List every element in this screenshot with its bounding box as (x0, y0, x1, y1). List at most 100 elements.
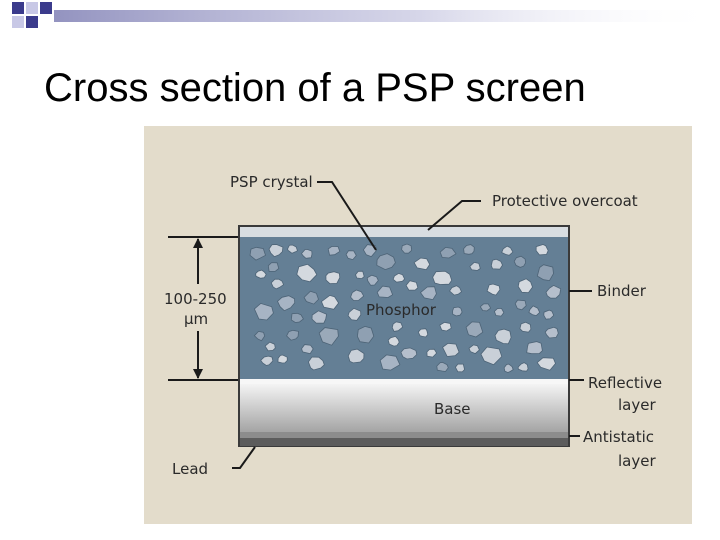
dimension-arrow-up-icon (193, 238, 203, 248)
phosphor-crystal (413, 257, 431, 271)
reflective-layer-label-line1: Reflective (588, 374, 662, 392)
phosphor-crystal (494, 328, 512, 345)
phosphor-crystal (526, 341, 543, 355)
thickness-value-label: 100-250 (164, 290, 227, 308)
phosphor-crystal (545, 284, 562, 299)
protective-overcoat-label: Protective overcoat (492, 192, 638, 210)
phosphor-crystal (392, 272, 406, 283)
dimension-arrow-down-icon (193, 369, 203, 379)
phosphor-crystal (486, 283, 501, 296)
phosphor-crystal (387, 335, 400, 347)
phosphor-crystal (528, 305, 541, 317)
phosphor-crystal (514, 299, 527, 311)
phosphor-crystal (347, 307, 362, 321)
phosphor-label: Phosphor (366, 301, 437, 319)
overcoat-leader (427, 200, 481, 231)
phosphor-crystal (255, 269, 267, 279)
reflective-layer (240, 379, 568, 384)
protective-overcoat-layer (240, 227, 568, 237)
phosphor-crystal (468, 344, 480, 355)
phosphor-crystal (286, 329, 299, 341)
reflective-layer-label-line2: layer (618, 396, 656, 414)
phosphor-crystal (536, 264, 554, 282)
phosphor-crystal (376, 285, 394, 298)
phosphor-crystal (544, 326, 559, 339)
diagram-canvas: 100-250 μm PSP crystal Protective overco… (164, 173, 662, 478)
slide-title: Cross section of a PSP screen (44, 66, 586, 110)
phosphor-crystal (535, 244, 549, 256)
phosphor-crystal (442, 342, 460, 357)
slide-corner-decoration (12, 2, 720, 28)
phosphor-crystal (439, 321, 452, 332)
phosphor-crystal (449, 285, 462, 296)
phosphor-crystal (307, 356, 325, 371)
phosphor-crystal (253, 330, 266, 342)
phosphor-crystal (287, 244, 298, 254)
phosphor-crystal (519, 321, 532, 333)
phosphor-crystal (270, 278, 285, 290)
phosphor-crystal (290, 312, 304, 323)
phosphor-crystal (401, 243, 413, 254)
phosphor-crystal (356, 325, 375, 344)
antistatic-layer (240, 432, 568, 438)
phosphor-crystal (452, 306, 463, 317)
psp-crystal-label: PSP crystal (230, 173, 313, 191)
phosphor-crystal (517, 278, 533, 294)
phosphor-crystal (513, 255, 527, 268)
phosphor-crystal (347, 348, 365, 364)
phosphor-crystal (417, 328, 429, 338)
phosphor-crystal (454, 363, 466, 373)
phosphor-crystal (260, 355, 274, 366)
phosphor-crystal (465, 321, 484, 338)
phosphor-crystal (321, 294, 340, 310)
phosphor-crystal (301, 344, 314, 355)
phosphor-crystal (318, 327, 339, 346)
phosphor-crystal (345, 250, 357, 261)
phosphor-crystal (419, 286, 437, 301)
phosphor-crystal (490, 258, 503, 270)
antistatic-layer-label-line2: layer (618, 452, 656, 470)
lead-layer (240, 438, 568, 446)
phosphor-crystal (479, 303, 492, 312)
phosphor-crystal (249, 246, 266, 261)
base-label: Base (434, 400, 471, 418)
phosphor-crystal (439, 246, 457, 259)
phosphor-crystal (503, 363, 514, 373)
phosphor-crystal (366, 274, 379, 286)
phosphor-crystal (253, 302, 274, 321)
phosphor-crystal (350, 289, 365, 301)
phosphor-crystal (303, 290, 319, 305)
lead-leader (232, 446, 256, 469)
thickness-unit-label: μm (184, 310, 208, 328)
phosphor-crystal (268, 244, 284, 258)
phosphor-crystal (277, 295, 296, 312)
phosphor-crystal (480, 346, 503, 366)
phosphor-crystal (296, 263, 318, 283)
phosphor-crystal (300, 248, 313, 259)
phosphor-crystal (327, 245, 341, 256)
phosphor-crystal (469, 261, 481, 271)
phosphor-crystal (543, 309, 555, 320)
psp-crystal-leader (317, 181, 377, 251)
phosphor-crystal (311, 310, 328, 324)
binder-label: Binder (597, 282, 647, 300)
phosphor-crystal (405, 280, 419, 291)
phosphor-crystal (501, 245, 514, 256)
phosphor-crystal (391, 321, 404, 332)
phosphor-crystal (379, 354, 401, 371)
phosphor-crystal (426, 348, 438, 358)
phosphor-crystal (493, 307, 505, 317)
psp-cross-section-diagram: 100-250 μm PSP crystal Protective overco… (144, 126, 692, 524)
phosphor-crystal (325, 271, 341, 285)
base-layer (240, 384, 568, 432)
antistatic-layer-label-line1: Antistatic (583, 428, 654, 446)
lead-label: Lead (172, 460, 208, 478)
phosphor-crystal (463, 244, 475, 255)
phosphor-crystal (432, 270, 453, 285)
phosphor-crystals (249, 243, 562, 373)
phosphor-crystal (264, 341, 276, 352)
phosphor-crystal (376, 253, 396, 271)
phosphor-crystal (400, 347, 418, 360)
phosphor-crystal (355, 270, 365, 280)
phosphor-crystal (362, 244, 377, 258)
